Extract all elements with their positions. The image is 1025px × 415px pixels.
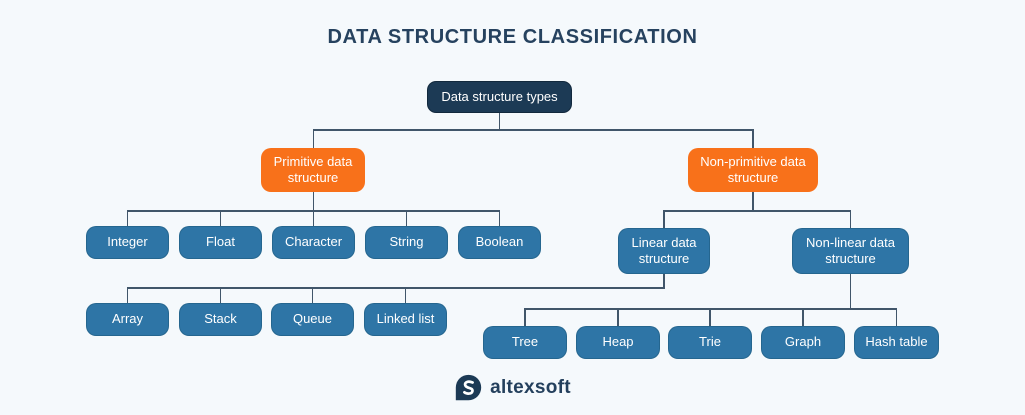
node-non-primitive-data-structure: Non-primitive data structure xyxy=(688,148,818,192)
connector xyxy=(752,129,754,148)
node-integer: Integer xyxy=(87,227,168,258)
node-heap: Heap xyxy=(577,327,659,358)
connector xyxy=(311,287,314,304)
connector xyxy=(126,210,129,227)
node-array: Array xyxy=(87,304,168,335)
connector xyxy=(498,112,501,129)
connector xyxy=(663,210,851,212)
connector xyxy=(498,210,501,227)
connector xyxy=(617,308,619,327)
node-character: Character xyxy=(273,227,354,258)
footer-brand: altexsoft xyxy=(0,373,1025,402)
node-queue: Queue xyxy=(272,304,353,335)
node-boolean: Boolean xyxy=(459,227,540,258)
connector xyxy=(312,129,315,148)
connector xyxy=(802,308,804,327)
node-non-linear-data-structure: Non-linear data structure xyxy=(793,229,908,273)
connector xyxy=(219,287,222,304)
node-float: Float xyxy=(180,227,261,258)
connector xyxy=(312,192,315,210)
connector xyxy=(405,210,408,227)
connector xyxy=(404,287,407,304)
brand-name: altexsoft xyxy=(490,376,571,398)
connector xyxy=(524,308,526,327)
node-trie: Trie xyxy=(669,327,751,358)
node-primitive-data-structure: Primitive data structure xyxy=(261,148,365,192)
connector xyxy=(895,308,898,327)
connector xyxy=(312,210,315,227)
connector xyxy=(752,192,754,210)
connector xyxy=(312,129,753,131)
node-tree: Tree xyxy=(484,327,566,358)
node-hash-table: Hash table xyxy=(855,327,938,358)
node-stack: Stack xyxy=(180,304,261,335)
connector xyxy=(849,210,852,229)
connector xyxy=(709,308,711,327)
node-string: String xyxy=(366,227,447,258)
node-linear-data-structure: Linear data structure xyxy=(619,229,709,273)
connector xyxy=(219,210,222,227)
node-data-structure-types: Data structure types xyxy=(428,82,571,112)
connector xyxy=(126,287,129,304)
node-linked-list: Linked list xyxy=(365,304,446,335)
connector xyxy=(126,287,665,289)
diagram-title: DATA STRUCTURE CLASSIFICATION xyxy=(327,26,698,48)
altexsoft-logo-icon xyxy=(454,373,483,402)
node-graph: Graph xyxy=(762,327,844,358)
connector xyxy=(849,273,852,308)
connector xyxy=(663,273,665,287)
connector xyxy=(663,210,665,229)
